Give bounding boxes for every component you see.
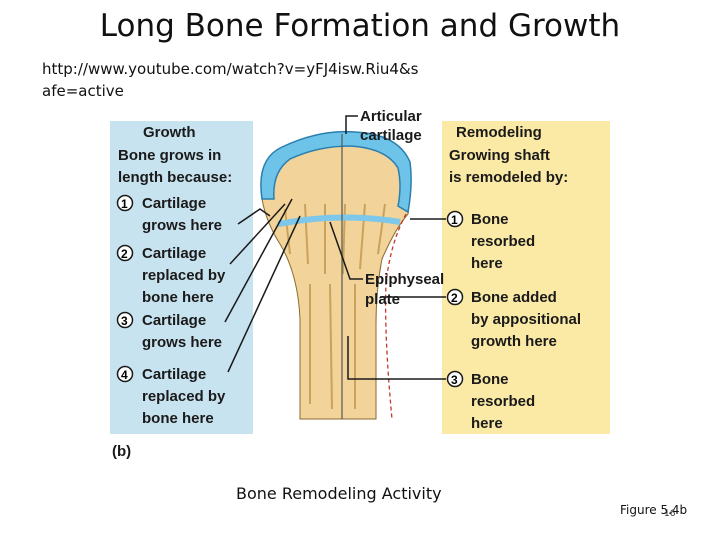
epiphyseal-plate	[277, 214, 401, 227]
bone-illustration	[260, 130, 412, 420]
figure-reference: Figure 5.4b	[620, 503, 688, 517]
remodel-step-3-badge	[446, 370, 464, 388]
growth-step-2-text: Cartilage replaced by bone here	[142, 245, 230, 306]
growth-step-4-badge	[116, 365, 134, 383]
svg-text:1: 1	[451, 213, 458, 227]
growth-step-1-badge	[116, 194, 134, 212]
page-number: 16	[664, 509, 676, 519]
remodel-step-1-text: Bone resorbed here	[471, 211, 539, 272]
growth-heading: Growth	[143, 124, 196, 141]
remodel-step-3-text: Bone resorbed here	[471, 371, 539, 432]
svg-text:4: 4	[121, 368, 128, 382]
remodel-step-2-text: Bone added by appositional growth here	[471, 289, 585, 350]
remodel-step-1-badge	[446, 210, 464, 228]
articular-label: Articular cartilage	[360, 108, 426, 144]
svg-text:3: 3	[121, 314, 128, 328]
panel-letter: (b)	[112, 443, 131, 460]
remodel-step-2-badge	[446, 288, 464, 306]
articular-cartilage	[260, 130, 412, 214]
video-link[interactable]: http://www.youtube.com/watch?v=yFJ4isw.R…	[42, 60, 419, 100]
growth-step-1-text: Cartilage grows here	[142, 195, 222, 234]
remodel-panel	[442, 121, 610, 434]
figure-caption: Bone Remodeling Activity	[236, 484, 442, 503]
growth-step-2-badge	[116, 244, 134, 262]
remodeling-heading: Remodeling	[456, 124, 542, 141]
growth-intro: Bone grows in length because:	[118, 147, 232, 186]
bone-remodeling-figure: Articular cartilage Epiphyseal plate Gro…	[110, 108, 610, 460]
svg-text:2: 2	[451, 291, 458, 305]
growth-step-3-badge	[116, 311, 134, 329]
growth-step-4-text: Cartilage replaced by bone here	[142, 366, 230, 427]
svg-text:2: 2	[121, 247, 128, 261]
growth-step-3-text: Cartilage grows here	[142, 312, 222, 351]
growth-panel	[110, 121, 253, 434]
epiphyseal-label: Epiphyseal plate	[365, 271, 448, 308]
slide-title: Long Bone Formation and Growth	[99, 8, 621, 44]
remodeling-intro: Growing shaft is remodeled by:	[449, 147, 568, 186]
svg-text:3: 3	[451, 373, 458, 387]
svg-text:1: 1	[121, 197, 128, 211]
